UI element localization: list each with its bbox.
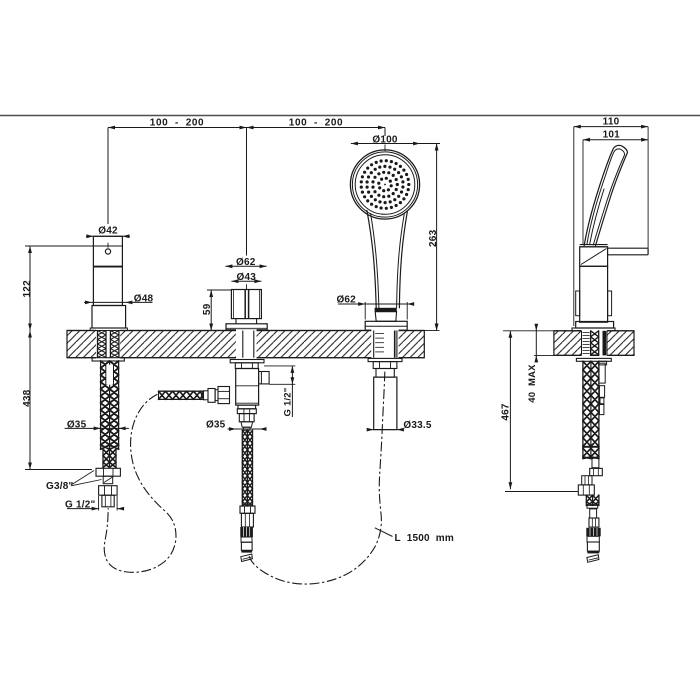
svg-text:Ø100: Ø100	[372, 135, 398, 146]
svg-text:122: 122	[22, 280, 33, 298]
svg-text:Ø48: Ø48	[134, 293, 154, 304]
svg-text:Ø33.5: Ø33.5	[403, 420, 431, 431]
svg-text:Ø62: Ø62	[236, 257, 256, 268]
svg-text:Ø42: Ø42	[98, 226, 118, 237]
svg-text:Ø62: Ø62	[336, 295, 356, 306]
svg-text:Ø43: Ø43	[237, 272, 257, 283]
svg-text:40 MAX: 40 MAX	[527, 364, 538, 403]
svg-text:Ø35: Ø35	[67, 419, 87, 430]
svg-text:263: 263	[428, 229, 439, 247]
svg-text:59: 59	[202, 303, 213, 315]
svg-text:100 - 200: 100 - 200	[150, 117, 204, 128]
svg-text:Ø35: Ø35	[206, 420, 226, 431]
svg-text:110: 110	[603, 117, 620, 128]
svg-text:G 1/2": G 1/2"	[65, 500, 95, 511]
svg-text:467: 467	[501, 403, 512, 421]
svg-text:G 1/2": G 1/2"	[282, 388, 293, 417]
svg-text:100 - 200: 100 - 200	[289, 117, 343, 128]
svg-text:438: 438	[22, 389, 33, 407]
svg-text:L 1500 mm: L 1500 mm	[395, 533, 454, 544]
svg-text:G3/8": G3/8"	[46, 481, 73, 492]
svg-text:101: 101	[603, 130, 621, 141]
